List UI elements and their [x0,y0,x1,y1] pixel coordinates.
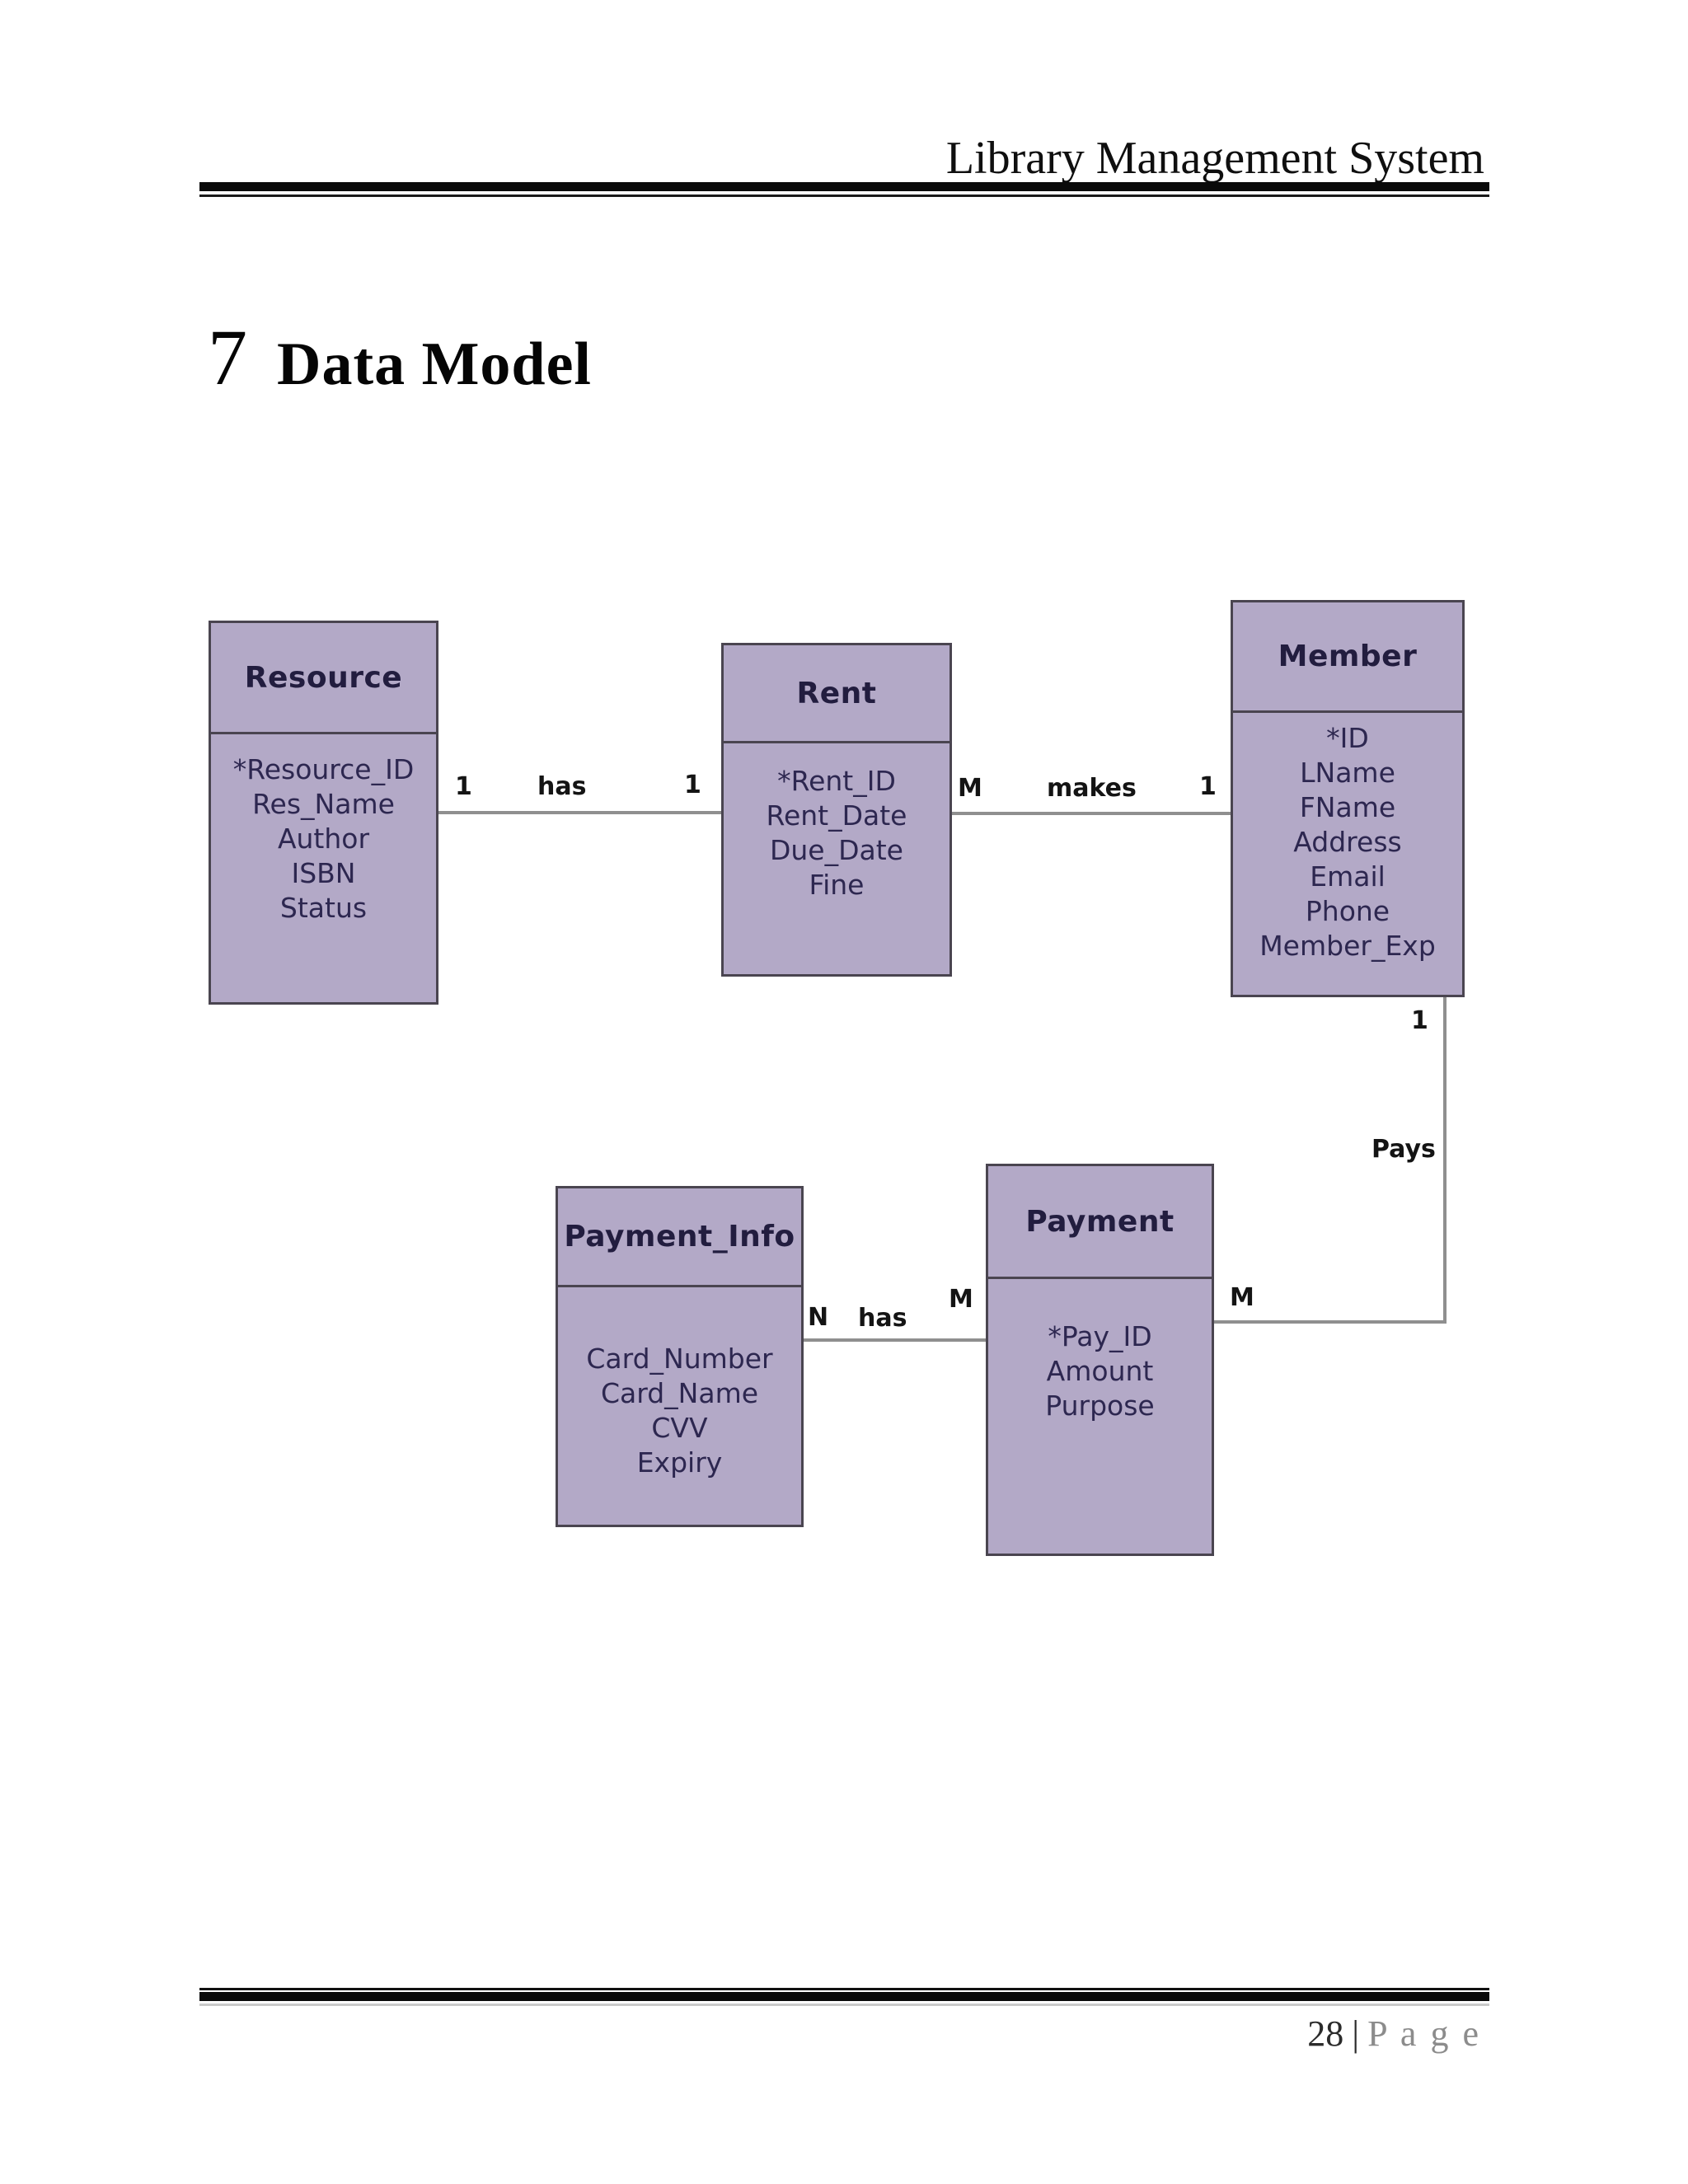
footer-page-label: P a g e [1367,2013,1481,2054]
entity-attribute: Due_Date [769,834,903,866]
cardinality-member-bottom: 1 [1411,1006,1428,1035]
section-number: 7 [208,313,247,401]
entity-attribute: Address [1293,826,1402,858]
entity-attribute: CVV [651,1412,708,1444]
connector-member-payment-vertical [1443,997,1447,1324]
entity-attribute: Status [279,892,368,924]
entity-attribute: Card_Number [586,1343,773,1375]
entity-attribute: Rent_Date [766,799,907,832]
entity-attribute: Phone [1305,895,1390,927]
connector-member-payment-horizontal [1214,1320,1447,1324]
connector-resource-rent [438,811,721,814]
entity-payment-info-title: Payment_Info [558,1188,801,1287]
entity-attribute: *Resource_ID [232,753,415,785]
entity-attribute: Fine [809,869,865,901]
entity-attribute: Amount [1046,1355,1154,1387]
relationship-makes: makes [1047,774,1137,803]
relationship-has-resource-rent: has [537,772,587,801]
footer-rule-thin [199,1988,1489,1990]
entity-attribute: Expiry [636,1446,723,1479]
footer-number: 28 [1307,2013,1344,2054]
entity-attribute: Res_Name [252,788,395,820]
entity-member-title: Member [1233,602,1462,713]
entity-rent-title: Rent [724,645,950,743]
section-heading: 7 Data Model [208,312,592,403]
connector-rent-member [952,812,1231,815]
entity-attribute: Email [1310,860,1386,893]
entity-payment-title: Payment [988,1166,1212,1279]
cardinality-payment-right-side: M [1230,1283,1254,1312]
entity-attribute: LName [1300,757,1395,789]
entity-attribute: Purpose [1045,1390,1155,1422]
cardinality-paymentinfo-side: N [808,1303,829,1332]
section-title-text: Data Model [277,330,592,398]
relationship-pays: Pays [1372,1135,1436,1164]
entity-attribute: ISBN [291,857,356,889]
header-rule-thick [199,182,1489,191]
entity-attribute: Member_Exp [1259,930,1436,962]
header-title: Library Management System [945,133,1484,184]
cardinality-payment-left-side: M [949,1285,973,1314]
connector-paymentinfo-payment [804,1338,986,1342]
cardinality-resource-side: 1 [455,772,472,801]
relationship-has-paymentinfo-payment: has [858,1304,907,1333]
entity-resource-title: Resource [211,623,436,734]
footer-rule-gray [199,2004,1489,2006]
entity-attribute: Author [277,823,370,855]
entity-attribute: *ID [1326,722,1369,754]
cardinality-member-left-side: 1 [1199,772,1217,801]
header-rule-thin [199,194,1489,197]
cardinality-rent-right-side: M [958,774,982,803]
entity-attribute: *Rent_ID [777,765,896,797]
entity-attribute: Card_Name [600,1377,759,1409]
footer-separator: | [1352,2013,1360,2054]
cardinality-rent-left-side: 1 [684,771,701,799]
entity-attribute: FName [1299,791,1396,823]
footer-page-number: 28|P a g e [1307,2013,1481,2055]
entity-attribute: *Pay_ID [1048,1320,1152,1352]
footer-rule-thick [199,1992,1489,2001]
